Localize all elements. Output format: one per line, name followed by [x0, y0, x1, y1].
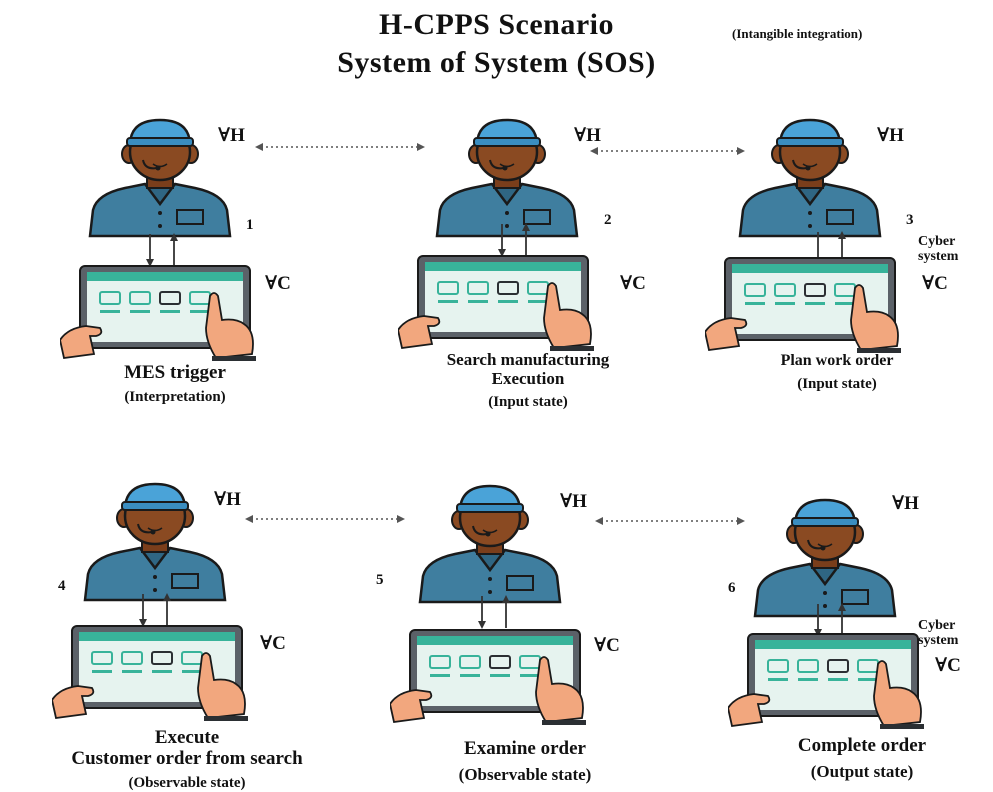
step-state: (Output state)	[810, 762, 914, 781]
for-all-cyber-symbol: ∀C	[935, 655, 961, 676]
human-link-2-3	[590, 147, 745, 155]
step-number: 2	[604, 212, 612, 228]
bidirectional-arrows-icon	[472, 594, 516, 635]
step-caption-line: Complete order	[797, 735, 927, 756]
for-all-cyber-symbol: ∀C	[620, 273, 646, 294]
cyber-system-label: Cyber system	[918, 234, 959, 264]
tablet-cyber-icon	[727, 630, 928, 735]
bidirectional-arrows-icon	[133, 592, 177, 633]
step-caption: MES trigger (Interpretation)	[25, 362, 325, 406]
bidirectional-arrows-icon	[140, 232, 184, 273]
cyber-system-label: Cyber system	[918, 618, 959, 648]
step-caption-line: Customer order from search	[71, 748, 303, 769]
human-operator-icon	[750, 498, 900, 623]
for-all-cyber-symbol: ∀C	[594, 635, 620, 656]
human-link-5-6	[595, 517, 745, 525]
step-number: 5	[376, 572, 384, 588]
for-all-cyber-symbol: ∀C	[260, 633, 286, 654]
human-operator-icon	[415, 484, 565, 609]
for-all-human-symbol: ∀H	[214, 489, 241, 510]
step-caption-line: Execute	[154, 727, 220, 748]
step-number: 3	[906, 212, 914, 228]
step-caption-line: Search manufacturing	[446, 350, 610, 369]
step-number: 4	[58, 578, 66, 594]
step-state: (Input state)	[488, 394, 568, 410]
for-all-cyber-symbol: ∀C	[922, 273, 948, 294]
for-all-human-symbol: ∀H	[218, 125, 245, 146]
step-caption: Plan work order (Input state)	[707, 352, 967, 393]
step-number: 6	[728, 580, 736, 596]
step-state: (Interpretation)	[124, 389, 226, 405]
human-link-1-2	[255, 143, 425, 151]
for-all-human-symbol: ∀H	[877, 125, 904, 146]
bidirectional-arrows-icon	[492, 222, 536, 263]
human-link-4-5	[245, 515, 405, 523]
for-all-human-symbol: ∀H	[560, 491, 587, 512]
human-operator-icon	[432, 118, 582, 243]
tablet-cyber-icon	[389, 626, 590, 731]
step-caption-line: Execution	[491, 369, 565, 388]
for-all-human-symbol: ∀H	[574, 125, 601, 146]
step-caption-line: MES trigger	[124, 362, 226, 383]
step-state: (Observable state)	[128, 775, 246, 791]
integration-note: (Intangible integration)	[732, 26, 863, 41]
for-all-cyber-symbol: ∀C	[265, 273, 291, 294]
step-caption: Examine order (Observable state)	[375, 738, 675, 785]
human-operator-icon	[735, 118, 885, 243]
human-operator-icon	[80, 482, 230, 607]
step-caption-line: Examine order	[464, 738, 586, 759]
step-state: (Observable state)	[458, 765, 592, 784]
tablet-cyber-icon	[59, 262, 260, 367]
diagram-title-line2: System of System (SOS)	[337, 46, 656, 79]
tablet-cyber-icon	[704, 254, 905, 359]
step-caption: Complete order (Output state)	[712, 735, 993, 782]
step-caption-line: Plan work order	[780, 352, 894, 369]
diagram-title-line1: H-CPPS Scenario	[379, 8, 614, 41]
step-state: (Input state)	[797, 376, 877, 392]
for-all-human-symbol: ∀H	[892, 493, 919, 514]
tablet-cyber-icon	[397, 252, 598, 357]
human-operator-icon	[85, 118, 235, 243]
step-number: 1	[246, 217, 254, 233]
tablet-cyber-icon	[51, 622, 252, 727]
